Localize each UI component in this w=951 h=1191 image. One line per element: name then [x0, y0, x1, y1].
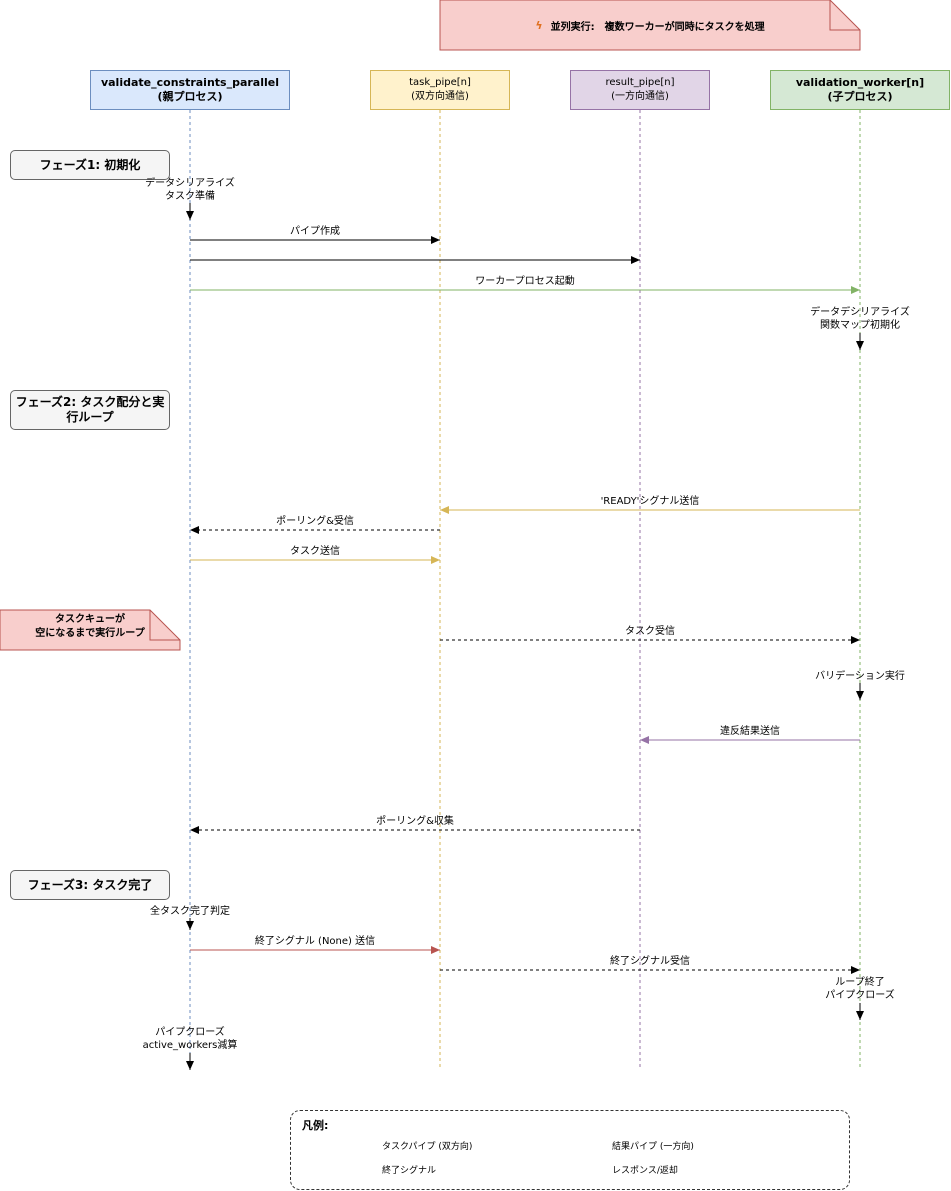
phase-3-box: フェーズ3: タスク完了 — [10, 870, 170, 900]
lifeline-head-parent: validate_constraints_parallel (親プロセス) — [90, 70, 290, 110]
label-line: ループ終了 — [835, 977, 885, 988]
label-line: タスク準備 — [165, 191, 215, 202]
self-label-serialize: データシリアライズ タスク準備 — [110, 177, 270, 203]
self-label-loop-end: ループ終了 パイプクローズ — [780, 976, 940, 1002]
legend-item-result-pipe: 結果パイプ (一方向) — [612, 1142, 694, 1152]
label-line: active_workers減算 — [142, 1040, 238, 1051]
label-line: データシリアライズ — [145, 178, 235, 189]
legend-item-terminate: 終了シグナル — [382, 1166, 437, 1176]
msg-label-worker-start: ワーカープロセス起動 — [475, 276, 575, 287]
label-line: 関数マップ初期化 — [820, 320, 900, 331]
msg-label-task-receive: タスク受信 — [625, 626, 675, 637]
note-line: タスクキューが — [55, 614, 125, 625]
lifeline-subtitle: (双方向通信) — [411, 91, 469, 102]
msg-label-polling-collect: ポーリング&収集 — [376, 816, 454, 827]
lifeline-subtitle: (一方向通信) — [611, 91, 669, 102]
banner-fold — [829, 0, 860, 31]
msg-label-pipe-create: パイプ作成 — [290, 226, 340, 237]
lifeline-subtitle: (親プロセス) — [157, 90, 223, 103]
legend-item-task-pipe: タスクパイプ (双方向) — [382, 1142, 473, 1152]
legend-title: 凡例: — [302, 1119, 329, 1132]
msg-label-terminate-receive: 終了シグナル受信 — [610, 956, 690, 967]
parallel-banner: ϟ 並列実行: 複数ワーカーが同時にタスクを処理 — [440, 0, 860, 50]
self-label-all-done: 全タスク完了判定 — [110, 905, 270, 918]
banner-text: 並列実行: 複数ワーカーが同時にタスクを処理 — [550, 21, 765, 33]
lifeline-head-result-pipe: result_pipe[n] (一方向通信) — [570, 70, 710, 110]
lightning-icon: ϟ — [535, 18, 543, 32]
lifeline-title: result_pipe[n] — [605, 77, 675, 88]
self-label-pipe-close: パイプクローズ active_workers減算 — [110, 1026, 270, 1052]
note-line: 空になるまで実行ループ — [35, 628, 145, 639]
msg-label-terminate-send: 終了シグナル (None) 送信 — [254, 936, 376, 947]
phase-label: フェーズ1: 初期化 — [39, 157, 141, 172]
lifeline-head-worker: validation_worker[n] (子プロセス) — [770, 70, 950, 110]
msg-label-ready-signal: 'READY'シグナル送信 — [600, 496, 700, 507]
phase-label: フェーズ3: タスク完了 — [27, 877, 153, 892]
msg-label-task-send: タスク送信 — [290, 546, 340, 557]
lifeline-title: validate_constraints_parallel — [100, 76, 280, 89]
label-line: パイプクローズ — [825, 990, 895, 1001]
phase-label: フェーズ2: タスク配分と実行ループ — [15, 395, 165, 424]
label-line: データデシリアライズ — [810, 307, 910, 318]
lifeline-title: task_pipe[n] — [409, 77, 471, 88]
label-line: パイプクローズ — [155, 1027, 225, 1038]
self-label-validation: バリデーション実行 — [780, 670, 940, 683]
self-label-deserialize: データデシリアライズ 関数マップ初期化 — [780, 306, 940, 332]
phase-2-box: フェーズ2: タスク配分と実行ループ — [10, 390, 170, 430]
banner-shape — [439, 0, 861, 51]
lifeline-head-task-pipe: task_pipe[n] (双方向通信) — [370, 70, 510, 110]
legend-box — [290, 1110, 850, 1190]
msg-label-violation-send: 違反結果送信 — [720, 726, 780, 737]
msg-label-polling-receive: ポーリング&受信 — [276, 516, 354, 527]
legend-item-response: レスポンス/返却 — [612, 1166, 678, 1176]
loop-note-fold — [149, 610, 180, 641]
loop-note-shape — [0, 609, 181, 651]
phase-1-box: フェーズ1: 初期化 — [10, 150, 170, 180]
label-line: 全タスク完了判定 — [150, 906, 230, 917]
lifeline-subtitle: (子プロセス) — [827, 90, 893, 103]
lifeline-title: validation_worker[n] — [795, 76, 925, 89]
label-line: バリデーション実行 — [815, 671, 905, 682]
loop-note: タスクキューが 空になるまで実行ループ — [0, 613, 180, 641]
